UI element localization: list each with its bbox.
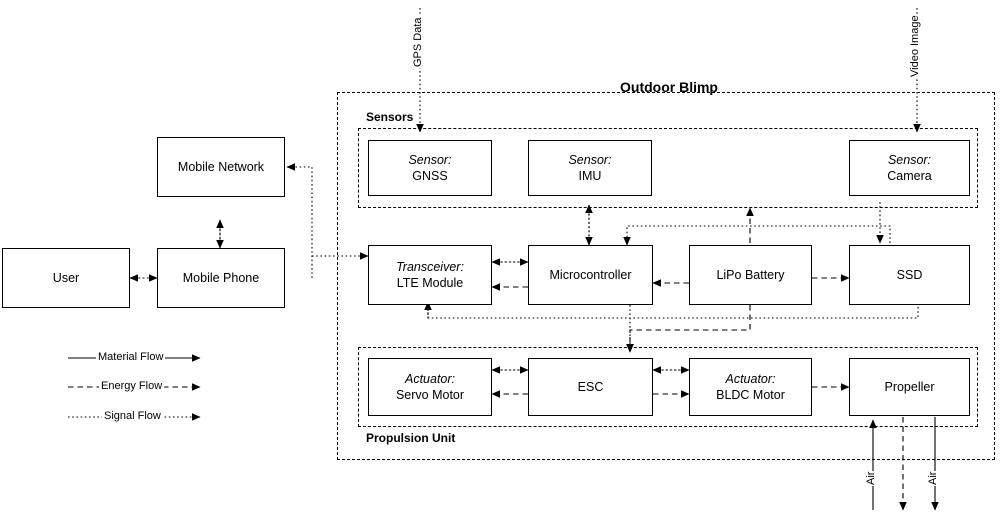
block-propeller[interactable]: Propeller (849, 358, 970, 416)
block-lte-kind: Transceiver: (396, 260, 464, 274)
block-ssd-name: SSD (896, 268, 923, 282)
block-servo-motor[interactable]: Actuator: Servo Motor (368, 358, 492, 416)
block-lte-module[interactable]: Transceiver: LTE Module (368, 245, 492, 305)
flow-label-air-out: Air (926, 470, 940, 486)
block-bldc-motor[interactable]: Actuator: BLDC Motor (689, 358, 812, 416)
group-propulsion-unit (358, 347, 978, 427)
flow-label-video-image: Video Image (908, 14, 922, 78)
block-lte-name: LTE Module (396, 276, 464, 290)
group-sensors (358, 128, 978, 208)
block-user-name: User (52, 271, 80, 285)
block-mobile-phone[interactable]: Mobile Phone (157, 248, 285, 308)
block-servo-kind: Actuator: (404, 372, 456, 386)
block-mcu-name: Microcontroller (549, 268, 632, 282)
block-lipo-battery[interactable]: LiPo Battery (689, 245, 812, 305)
block-gnss-name: GNSS (412, 169, 448, 183)
block-bldc-kind: Actuator: (725, 372, 776, 386)
flow-label-air-in: Air (864, 470, 878, 486)
block-ssd[interactable]: SSD (849, 245, 970, 305)
block-gnss-kind: Sensor: (408, 153, 452, 167)
block-camera[interactable]: Sensor: Camera (849, 140, 970, 196)
flow-label-gps-data: GPS Data (411, 16, 425, 68)
block-microcontroller[interactable]: Microcontroller (528, 245, 653, 305)
legend-lines (68, 354, 201, 421)
block-servo-name: Servo Motor (395, 388, 465, 402)
block-battery-name: LiPo Battery (716, 268, 785, 282)
block-mobile-phone-name: Mobile Phone (182, 271, 260, 285)
block-gnss[interactable]: Sensor: GNSS (368, 140, 492, 196)
block-camera-name: Camera (887, 169, 932, 183)
system-boundary-outdoor-blimp (337, 92, 995, 460)
group-sensors-label: Sensors (364, 110, 416, 124)
wire-ssd-to-mcu (623, 225, 891, 246)
block-propeller-name: Propeller (884, 380, 935, 394)
block-bldc-name: BLDC Motor (716, 388, 785, 402)
block-imu[interactable]: Sensor: IMU (528, 140, 652, 196)
block-imu-name: IMU (578, 169, 602, 183)
wire-lte-to-network (286, 163, 313, 278)
group-propulsion-label: Propulsion Unit (364, 431, 458, 445)
block-esc[interactable]: ESC (528, 358, 653, 416)
block-esc-name: ESC (577, 380, 604, 394)
block-mobile-network[interactable]: Mobile Network (157, 137, 285, 197)
block-imu-kind: Sensor: (568, 153, 612, 167)
block-camera-kind: Sensor: (887, 153, 932, 167)
system-title: Outdoor Blimp (620, 79, 718, 95)
wire-battery-to-esc-energy (626, 305, 751, 353)
block-mobile-network-name: Mobile Network (177, 160, 265, 174)
block-user[interactable]: User (2, 248, 130, 308)
